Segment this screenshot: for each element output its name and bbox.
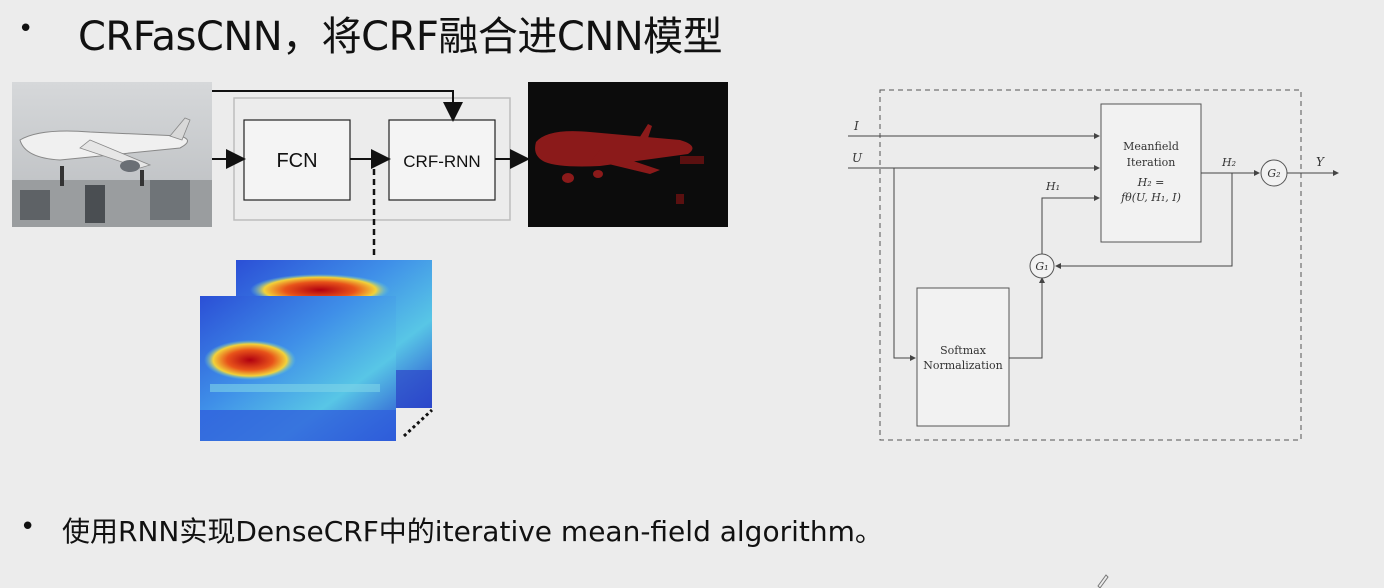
slide-title: CRFasCNN，将CRF融合进CNN模型 bbox=[78, 14, 723, 60]
crf-rnn-block: CRF-RNN bbox=[388, 119, 496, 201]
bottom-bullet: • bbox=[20, 512, 36, 542]
meanfield-label-2: Iteration bbox=[1127, 156, 1176, 169]
g1-to-meanfield-arrow bbox=[1041, 195, 1100, 254]
heatmap-front bbox=[200, 296, 396, 441]
meanfield-eq-2: fθ(U, H₁, I) bbox=[1120, 191, 1181, 204]
fcn-block: FCN bbox=[243, 119, 351, 201]
rnn-dashed-frame bbox=[879, 89, 1302, 441]
input-I-label: I bbox=[853, 119, 859, 133]
h2-feedback-to-g1-arrow bbox=[1055, 173, 1233, 269]
segmentation-output bbox=[528, 82, 728, 227]
U-to-softmax-arrow bbox=[893, 168, 916, 361]
softmax-label-1: Softmax bbox=[940, 344, 987, 357]
heatmap-stack-ellipsis bbox=[402, 408, 434, 438]
output-Y-label: Y bbox=[1316, 155, 1325, 169]
input-airplane-photo bbox=[12, 82, 212, 227]
softmax-to-g1-arrow bbox=[1009, 277, 1045, 359]
bottom-bullet-text: 使用RNN实现DenseCRF中的iterative mean-field al… bbox=[62, 515, 883, 548]
softmax-label-2: Normalization bbox=[923, 359, 1003, 372]
meanfield-iteration-block: Meanfield Iteration H₂ = fθ(U, H₁, I) bbox=[1100, 103, 1202, 243]
fcn-label: FCN bbox=[276, 150, 317, 172]
crf-rnn-label: CRF-RNN bbox=[403, 152, 480, 171]
input-U-label: U bbox=[852, 151, 863, 165]
g1-label: G₁ bbox=[1035, 260, 1048, 273]
softmax-normalization-block: Softmax Normalization bbox=[916, 287, 1010, 427]
meanfield-label-1: Meanfield bbox=[1123, 140, 1179, 153]
h2-label: H₂ bbox=[1221, 156, 1236, 169]
g2-label: G₂ bbox=[1267, 167, 1280, 180]
h1-label: H₁ bbox=[1045, 180, 1060, 193]
crf-as-cnn-pipeline: FCN CRF-RNN bbox=[0, 70, 760, 460]
arrow-photo-to-crf bbox=[212, 90, 463, 122]
meanfield-eq-1: H₂ = bbox=[1137, 176, 1165, 189]
title-bullet: • bbox=[18, 14, 34, 44]
crf-rnn-unrolled-diagram: Meanfield Iteration H₂ = fθ(U, H₁, I) So… bbox=[840, 80, 1360, 450]
pen-cursor-icon bbox=[1097, 574, 1109, 588]
